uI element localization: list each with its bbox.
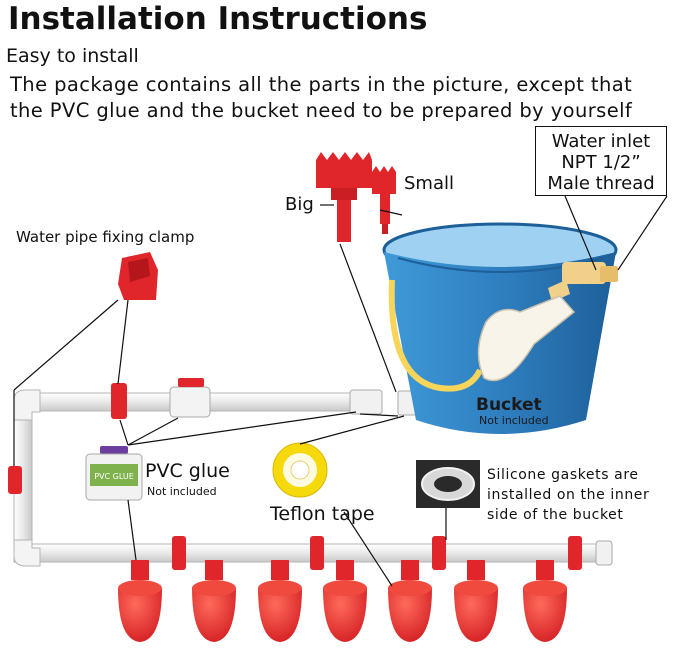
clamp-upper <box>111 383 127 419</box>
page-title: Installation Instructions <box>8 1 428 37</box>
drinking-cup-icon <box>388 560 432 642</box>
gasket-icon <box>416 460 480 508</box>
water-inlet-callout: Water inlet NPT 1/2” Male thread <box>535 126 667 196</box>
description-line-1: The package contains all the parts in th… <box>10 73 633 96</box>
subtitle: Easy to install <box>6 45 139 67</box>
bucket-note: Not included <box>479 414 549 427</box>
pipe-end-cap <box>595 540 613 566</box>
drinking-cup-icon <box>454 560 498 642</box>
ball-valve-body <box>169 386 211 418</box>
pipe-end-fitting <box>349 389 383 415</box>
drinking-cup-icon <box>323 560 367 642</box>
leader-lines <box>13 195 668 587</box>
clamp-icon <box>118 252 158 300</box>
drinking-cup-icon <box>192 560 236 642</box>
ball-valve-handle <box>178 378 204 387</box>
hole-saw-icon <box>316 152 396 242</box>
gasket-label-line-2: installed on the inner <box>487 487 650 503</box>
clamp-lower-4 <box>568 536 582 570</box>
gasket-label-line-1: Silicone gaskets are <box>487 467 639 483</box>
clamp-lower-2 <box>310 536 324 570</box>
pipe-clamps <box>8 383 582 570</box>
glue-can-icon: PVC GLUE <box>85 446 143 501</box>
clamp-vertical <box>8 466 22 494</box>
water-inlet-thread-size: NPT 1/2” <box>561 152 641 173</box>
gasket-label-line-3: side of the bucket <box>487 507 624 523</box>
drinking-cups <box>118 560 567 642</box>
small-hole-saw-label: Small <box>404 173 454 194</box>
drinking-cup-icon <box>523 560 567 642</box>
clamp-lower-1 <box>172 536 186 570</box>
drinking-cup-icon <box>258 560 302 642</box>
bucket-icon <box>382 222 618 434</box>
teflon-tape-label: Teflon tape <box>270 503 375 525</box>
pvc-glue-note: Not included <box>147 485 217 498</box>
upper-elbow <box>13 389 41 421</box>
glue-can-text: PVC GLUE <box>94 472 134 481</box>
pvc-glue-label: PVC glue <box>145 460 230 482</box>
big-hole-saw-label: Big <box>285 194 314 215</box>
description-line-2: the PVC glue and the bucket need to be p… <box>10 99 633 122</box>
clamp-lower-3 <box>432 536 446 570</box>
drinking-cup-icon <box>118 560 162 642</box>
clamp-label: Water pipe fixing clamp <box>16 228 195 246</box>
lower-elbow <box>13 539 41 567</box>
teflon-tape-icon <box>272 442 328 498</box>
water-inlet-thread-type: Male thread <box>547 173 655 194</box>
water-inlet-label: Water inlet <box>551 131 651 152</box>
bucket-label: Bucket <box>476 395 542 415</box>
